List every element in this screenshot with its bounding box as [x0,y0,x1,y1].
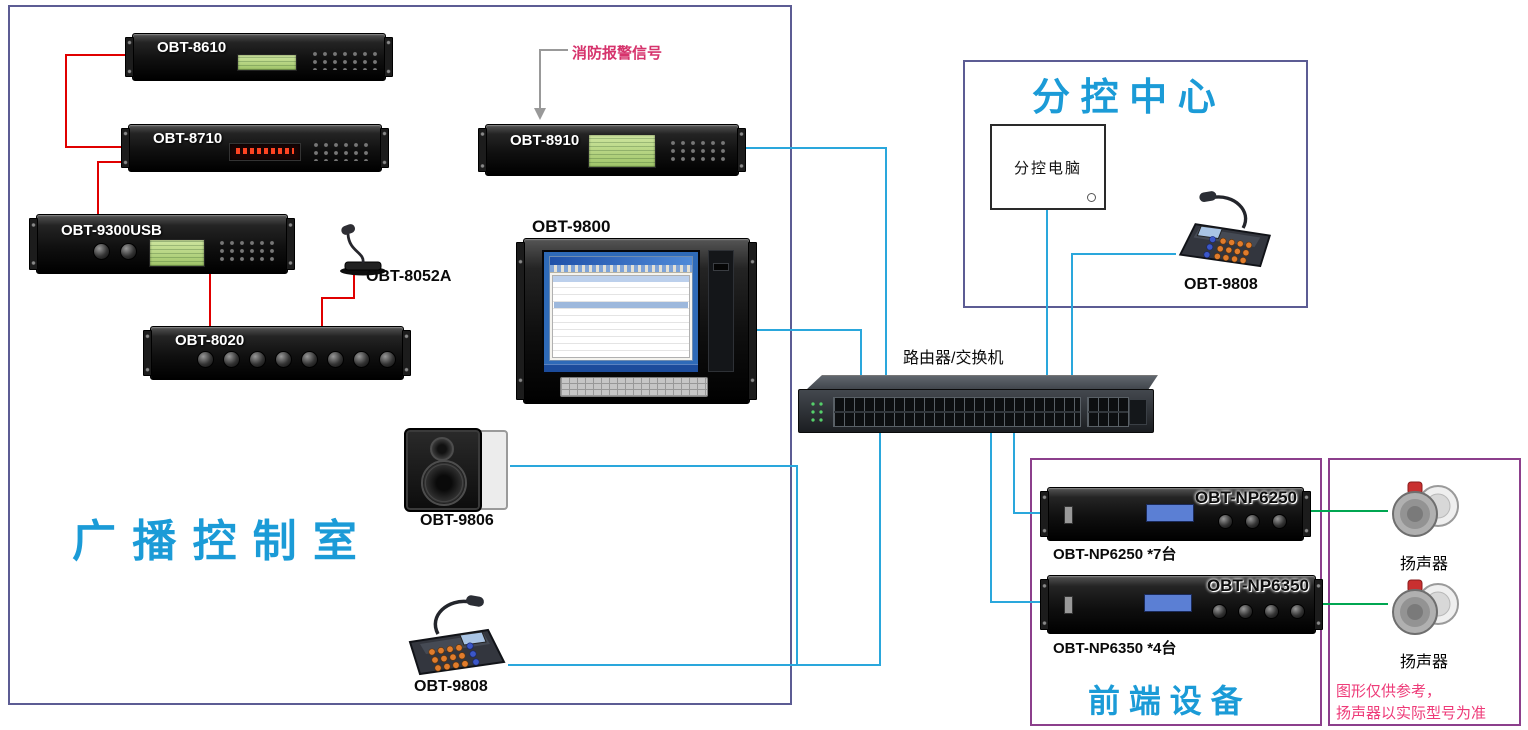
device-sticker [1144,594,1192,612]
obt-9808-paging-mic-icon [1178,191,1272,268]
knob [379,351,396,368]
device-obt-8610: OBT-8610 [125,33,393,81]
fire-alarm-label: 消防报警信号 [572,45,663,62]
window-titlebar [550,257,692,265]
woofer [421,460,467,506]
device-obt-8710: OBT-8710 [121,124,389,172]
device-obt-np6250-label: OBT-NP6250 [1194,488,1297,507]
device-obt-8610-display [237,54,297,71]
device-obt-8710-display [229,143,301,161]
device-obt-np6350-label: OBT-NP6350 [1206,576,1309,595]
device-obt-9808-label: OBT-9808 [414,678,488,695]
control-room-title: 广 播 控 制 室 [72,517,359,566]
knob [1272,514,1287,529]
device-obt-np6350: OBT-NP6350 [1040,575,1323,634]
knob [93,243,110,260]
obt-9808-paging-mic-icon [408,595,506,676]
sub-control-title: 分 控 中 心 [1032,77,1216,119]
device-obt-8910: OBT-8910 [478,124,746,176]
knob [1238,604,1253,619]
knob [275,351,292,368]
knob [1290,604,1305,619]
speaker2-label: 扬声器 [1400,654,1449,671]
taskbar [544,364,698,372]
ceiling-speaker-icon [1392,579,1459,635]
knob [1264,604,1279,619]
sub-control-computer-label: 分控电脑 [1013,159,1082,177]
obt-9800-software-window [549,256,693,361]
knob [120,243,137,260]
np6350-quantity-caption: OBT-NP6350 *4台 [1053,640,1177,657]
obt-8052a-mic-icon [340,224,386,276]
switch-status-leds [809,400,825,422]
device-obt-9806-label: OBT-9806 [420,512,494,529]
knob [353,351,370,368]
knob [197,351,214,368]
device-obt-9300usb-display [149,239,205,267]
device-obt-9800 [516,238,757,404]
obt-9800-screen [542,250,700,374]
speaker-zone [1328,458,1521,726]
device-obt-np6250-knobs [1218,514,1287,529]
device-obt-9300usb-buttons [215,237,279,265]
device-obt-np6250: OBT-NP6250 [1040,487,1311,541]
device-obt-8710-label: OBT-8710 [153,130,223,147]
reference-note-line2: 扬声器以实际型号为准 [1336,705,1487,722]
obt-9800-keyboard [560,377,708,397]
knob [249,351,266,368]
device-obt-8910-label: OBT-8910 [510,132,580,149]
knob [301,351,318,368]
device-obt-9300usb-label: OBT-9300USB [61,222,162,239]
tweeter [430,437,454,461]
switch-ports [833,397,1081,427]
device-sticker [1146,504,1194,522]
network-switch [798,389,1154,433]
np6250-quantity-caption: OBT-NP6250 *7台 [1053,546,1177,563]
speaker1-label: 扬声器 [1400,556,1449,573]
obt-9806-speaker-icon [404,428,510,512]
device-obt-8020-label: OBT-8020 [175,332,245,349]
ceiling-speaker-icon [1392,481,1459,537]
device-obt-8052a-label: OBT-8052A [366,268,452,285]
device-obt-9800-label: OBT-9800 [532,217,611,236]
device-obt-8020: OBT-8020 [143,326,411,380]
speaker-front [404,428,482,512]
knob [327,351,344,368]
sub-control-computer: 分控电脑 [990,124,1106,210]
power-toggle [1064,596,1073,614]
device-obt-8610-label: OBT-8610 [157,39,227,56]
device-obt-8020-knobs [197,351,396,368]
device-obt-8710-buttons [309,139,373,161]
window-toolbar [550,265,692,273]
switch-sfp-port [1129,399,1147,425]
front-end-title: 前 端 设 备 [1088,683,1243,719]
device-obt-9300usb-knobs [93,243,137,260]
switch-label: 路由器/交换机 [903,350,1004,367]
switch-uplink-ports [1087,397,1129,427]
device-obt-8910-display [588,134,656,168]
knob [223,351,240,368]
switch-top-face [806,375,1158,390]
knob [1218,514,1233,529]
device-obt-8610-buttons [308,48,378,70]
sub-control-mic-label: OBT-9808 [1184,276,1258,293]
knob [1212,604,1227,619]
window-data-table [552,275,690,358]
power-toggle [1064,506,1073,524]
device-obt-9300usb: OBT-9300USB [29,214,295,274]
reference-note-line1: 图形仅供参考， [1336,683,1442,700]
device-obt-8910-buttons [666,137,728,163]
obt-9800-drive-bay [708,250,734,372]
knob [1245,514,1260,529]
device-obt-np6350-knobs [1212,604,1305,619]
